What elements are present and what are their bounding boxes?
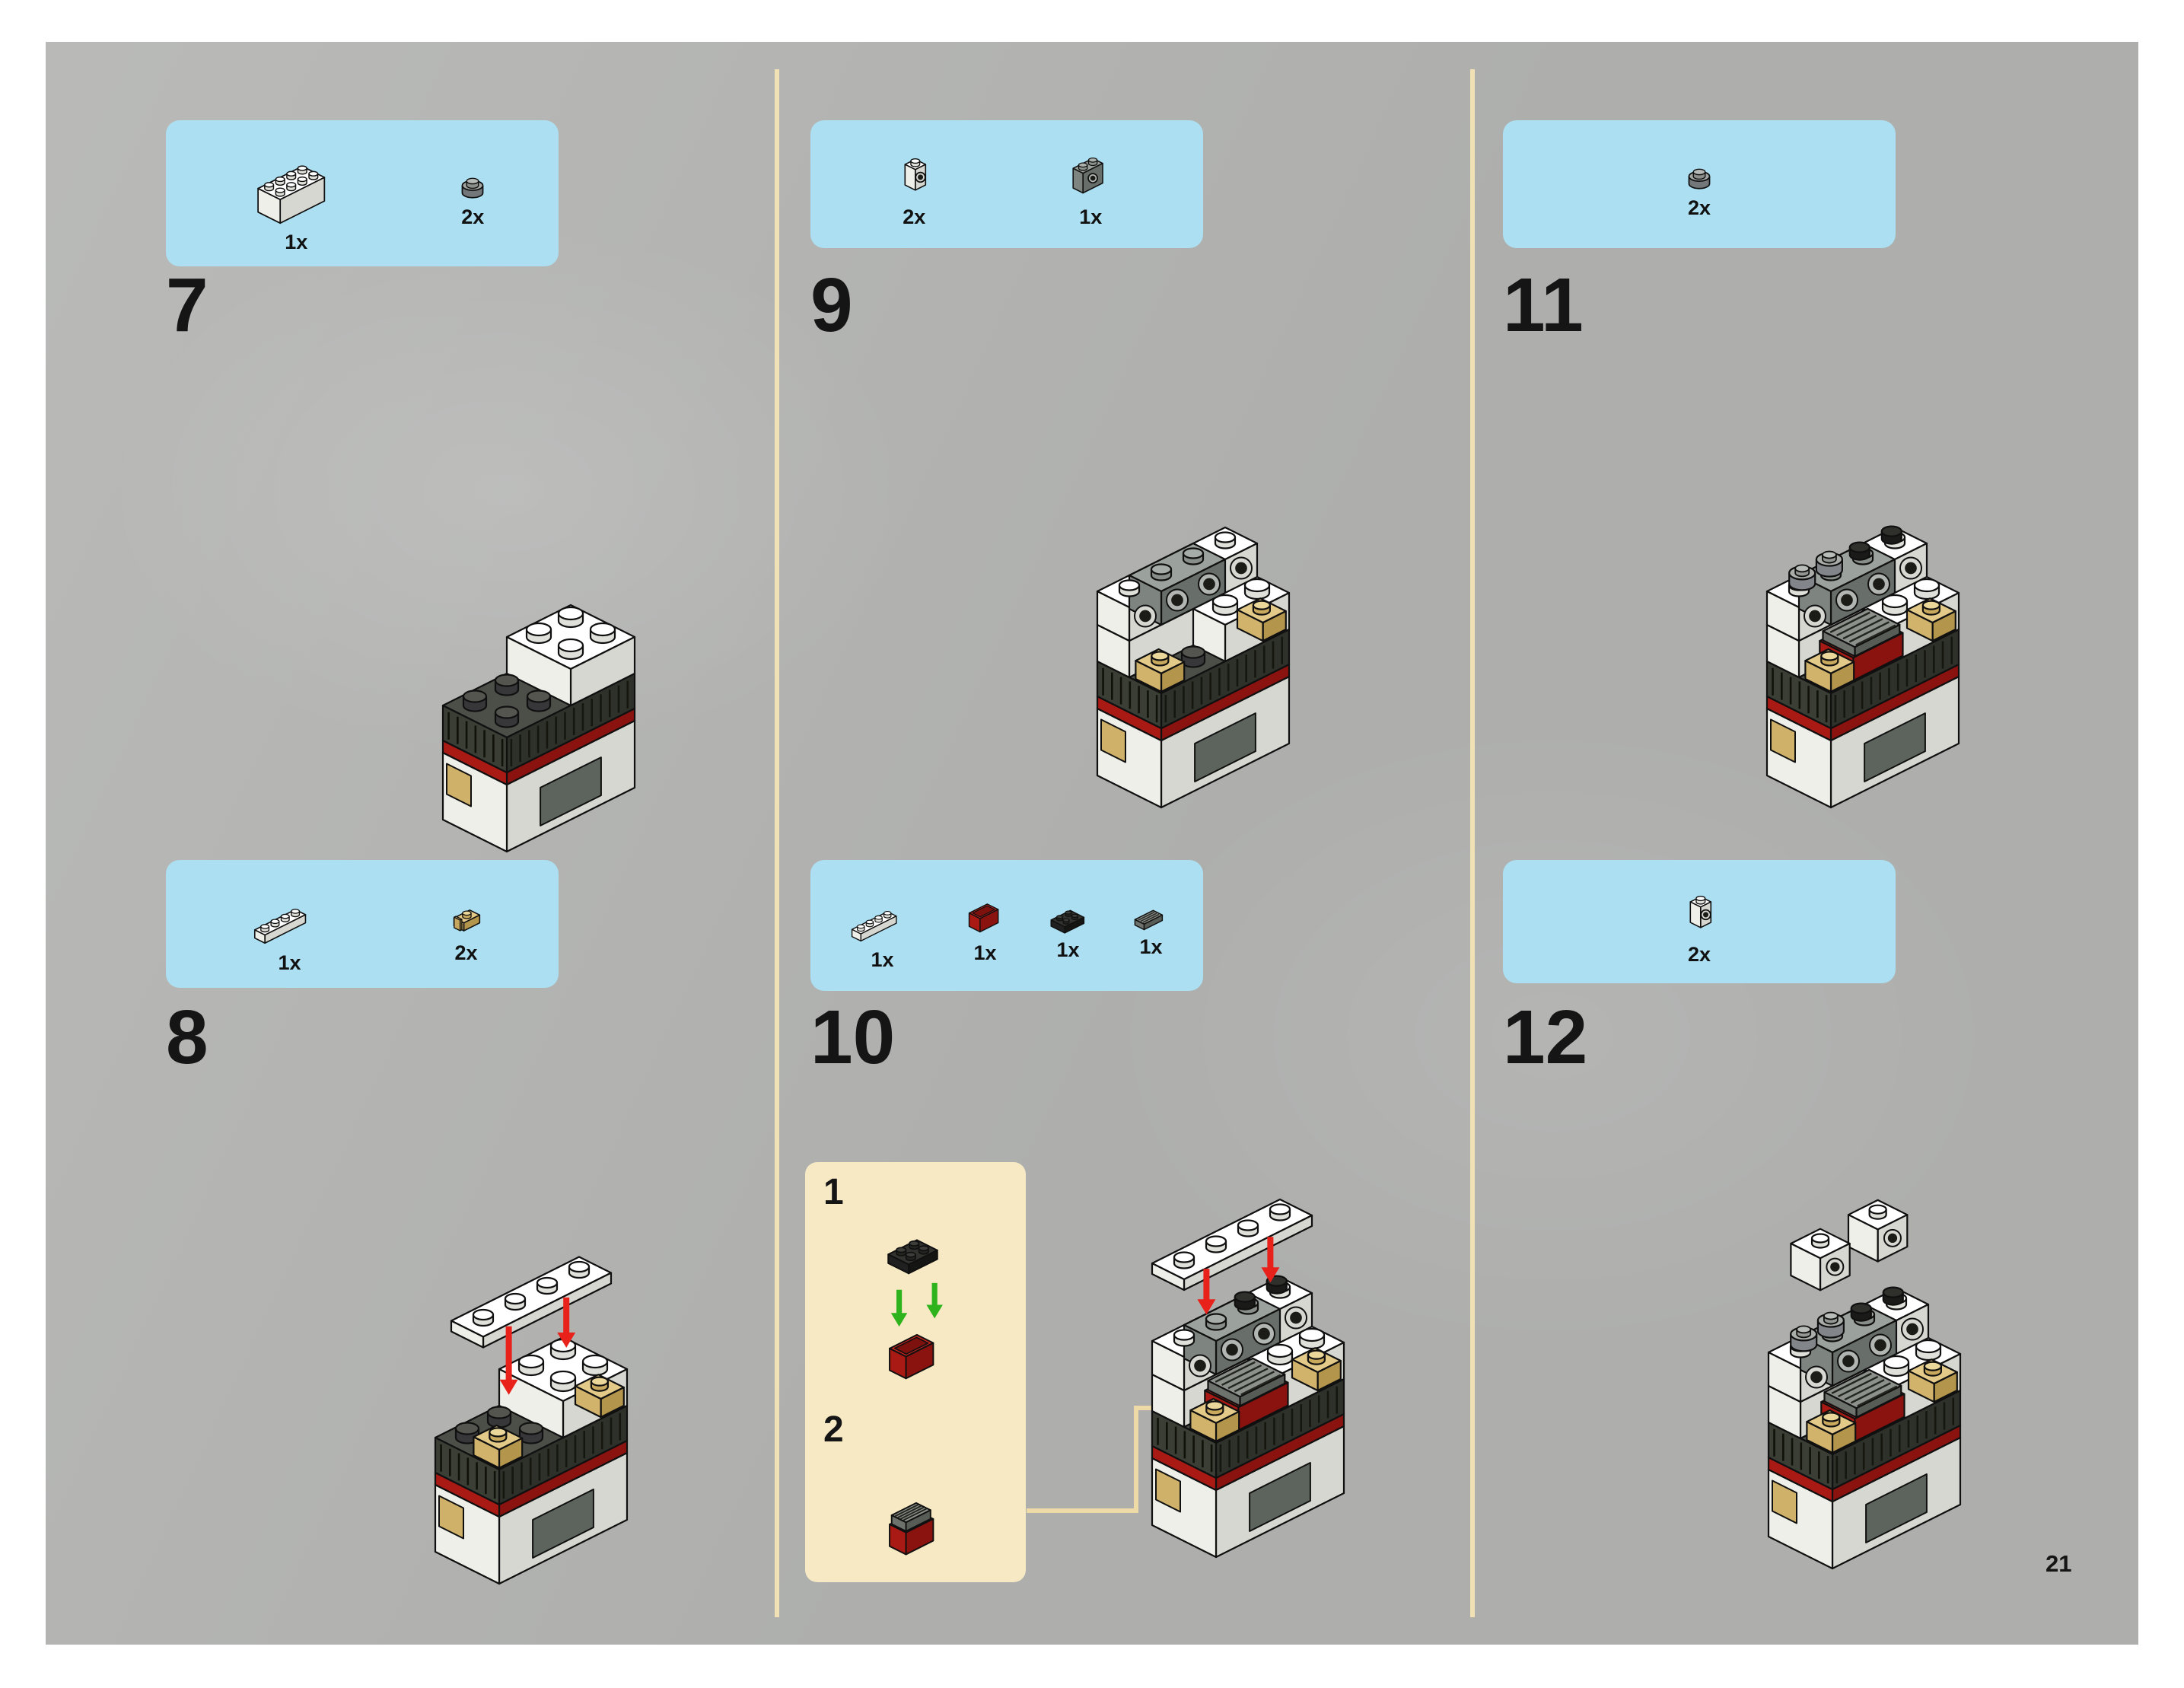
part-brick-2x4-white-icon xyxy=(256,165,325,225)
part-item: 1x xyxy=(229,873,351,975)
part-item: 2x xyxy=(437,884,496,965)
subassembly-connector-line xyxy=(1027,1406,1154,1513)
step-7-parts-callout: 1x 2x xyxy=(166,120,559,266)
part-plate-black-icon xyxy=(1049,909,1084,934)
part-count: 2x xyxy=(461,205,485,228)
part-bracket-tan-icon xyxy=(453,909,480,932)
page-number: 21 xyxy=(2046,1550,2072,1577)
column-divider-left xyxy=(775,69,779,1617)
step-12-assembly-illustration xyxy=(1767,1199,1962,1570)
part-count: 1x xyxy=(1056,938,1080,961)
step-number: 10 xyxy=(810,995,896,1080)
step-11-parts-callout: 2x xyxy=(1503,120,1896,248)
part-count: 2x xyxy=(1687,196,1711,219)
part-item: 1x xyxy=(1055,140,1127,229)
substep-number: 1 xyxy=(823,1172,844,1212)
step-11-assembly-illustration xyxy=(1765,525,1960,809)
part-technic-brick-1x2-gray-icon xyxy=(1072,157,1103,193)
part-container-red-icon xyxy=(968,903,998,933)
step-9-parts-callout: 2x 1x xyxy=(810,120,1203,248)
step-10-substep-1-illustration xyxy=(887,1239,943,1380)
part-plate-1x4-white-icon xyxy=(851,910,897,941)
step-8-assembly-illustration xyxy=(434,1256,629,1585)
part-count: 2x xyxy=(903,205,926,228)
part-round-plate-gray-icon xyxy=(1688,168,1711,190)
step-number: 9 xyxy=(810,263,853,348)
part-count: 1x xyxy=(1139,935,1163,958)
part-technic-brick-1x1-white-icon xyxy=(1689,895,1712,928)
part-count: 1x xyxy=(871,948,894,971)
step-9-assembly-illustration xyxy=(1096,526,1291,809)
part-count: 1x xyxy=(1079,205,1103,228)
step-number: 8 xyxy=(166,995,209,1080)
step-12-parts-callout: 2x xyxy=(1503,860,1896,983)
part-item: 1x xyxy=(230,132,363,254)
step-number: 7 xyxy=(166,263,209,348)
part-item: 1x xyxy=(1118,893,1185,959)
step-7: 1x 2x 7 xyxy=(46,42,2138,1645)
part-item: 2x xyxy=(450,158,495,229)
step-9: 2x 1x 9 xyxy=(46,42,2138,1645)
page-background: 1x 2x 7 1x 2x 8 2x xyxy=(46,42,2138,1645)
part-count: 2x xyxy=(1687,942,1711,966)
part-grille-gray-icon xyxy=(1134,909,1163,930)
part-item: 1x xyxy=(952,886,1019,965)
part-item: 2x xyxy=(1677,148,1721,220)
step-7-assembly-illustration xyxy=(441,604,636,853)
step-8: 1x 2x 8 xyxy=(46,42,2138,1645)
step-10-substep-2-illustration xyxy=(889,1502,934,1556)
part-count: 1x xyxy=(285,231,308,253)
step-8-parts-callout: 1x 2x xyxy=(166,860,559,988)
part-plate-1x4-white-icon xyxy=(253,909,306,944)
part-item: 2x xyxy=(887,140,941,229)
step-number: 12 xyxy=(1503,995,1588,1080)
part-round-plate-gray-icon xyxy=(461,177,484,199)
step-10-subassembly-callout: 1 2 xyxy=(805,1162,1026,1582)
column-divider-right xyxy=(1470,69,1475,1617)
part-count: 1x xyxy=(973,941,997,964)
part-count: 1x xyxy=(278,951,301,974)
substep-number: 2 xyxy=(823,1409,844,1450)
part-count: 2x xyxy=(454,941,478,964)
step-number: 11 xyxy=(1503,263,1584,348)
step-10-parts-callout: 1x 1x 1x 1x xyxy=(810,860,1203,991)
part-item: 1x xyxy=(829,880,936,972)
step-10: 1x 1x 1x 1x 10 1 2 xyxy=(46,42,2138,1645)
part-item: 2x xyxy=(1672,877,1727,967)
step-11: 2x 11 xyxy=(46,42,2138,1645)
part-item: 1x xyxy=(1035,890,1102,962)
part-technic-brick-1x1-white-icon xyxy=(904,158,927,191)
step-10-assembly-illustration xyxy=(1151,1198,1345,1559)
step-12: 2x 12 xyxy=(46,42,2138,1645)
